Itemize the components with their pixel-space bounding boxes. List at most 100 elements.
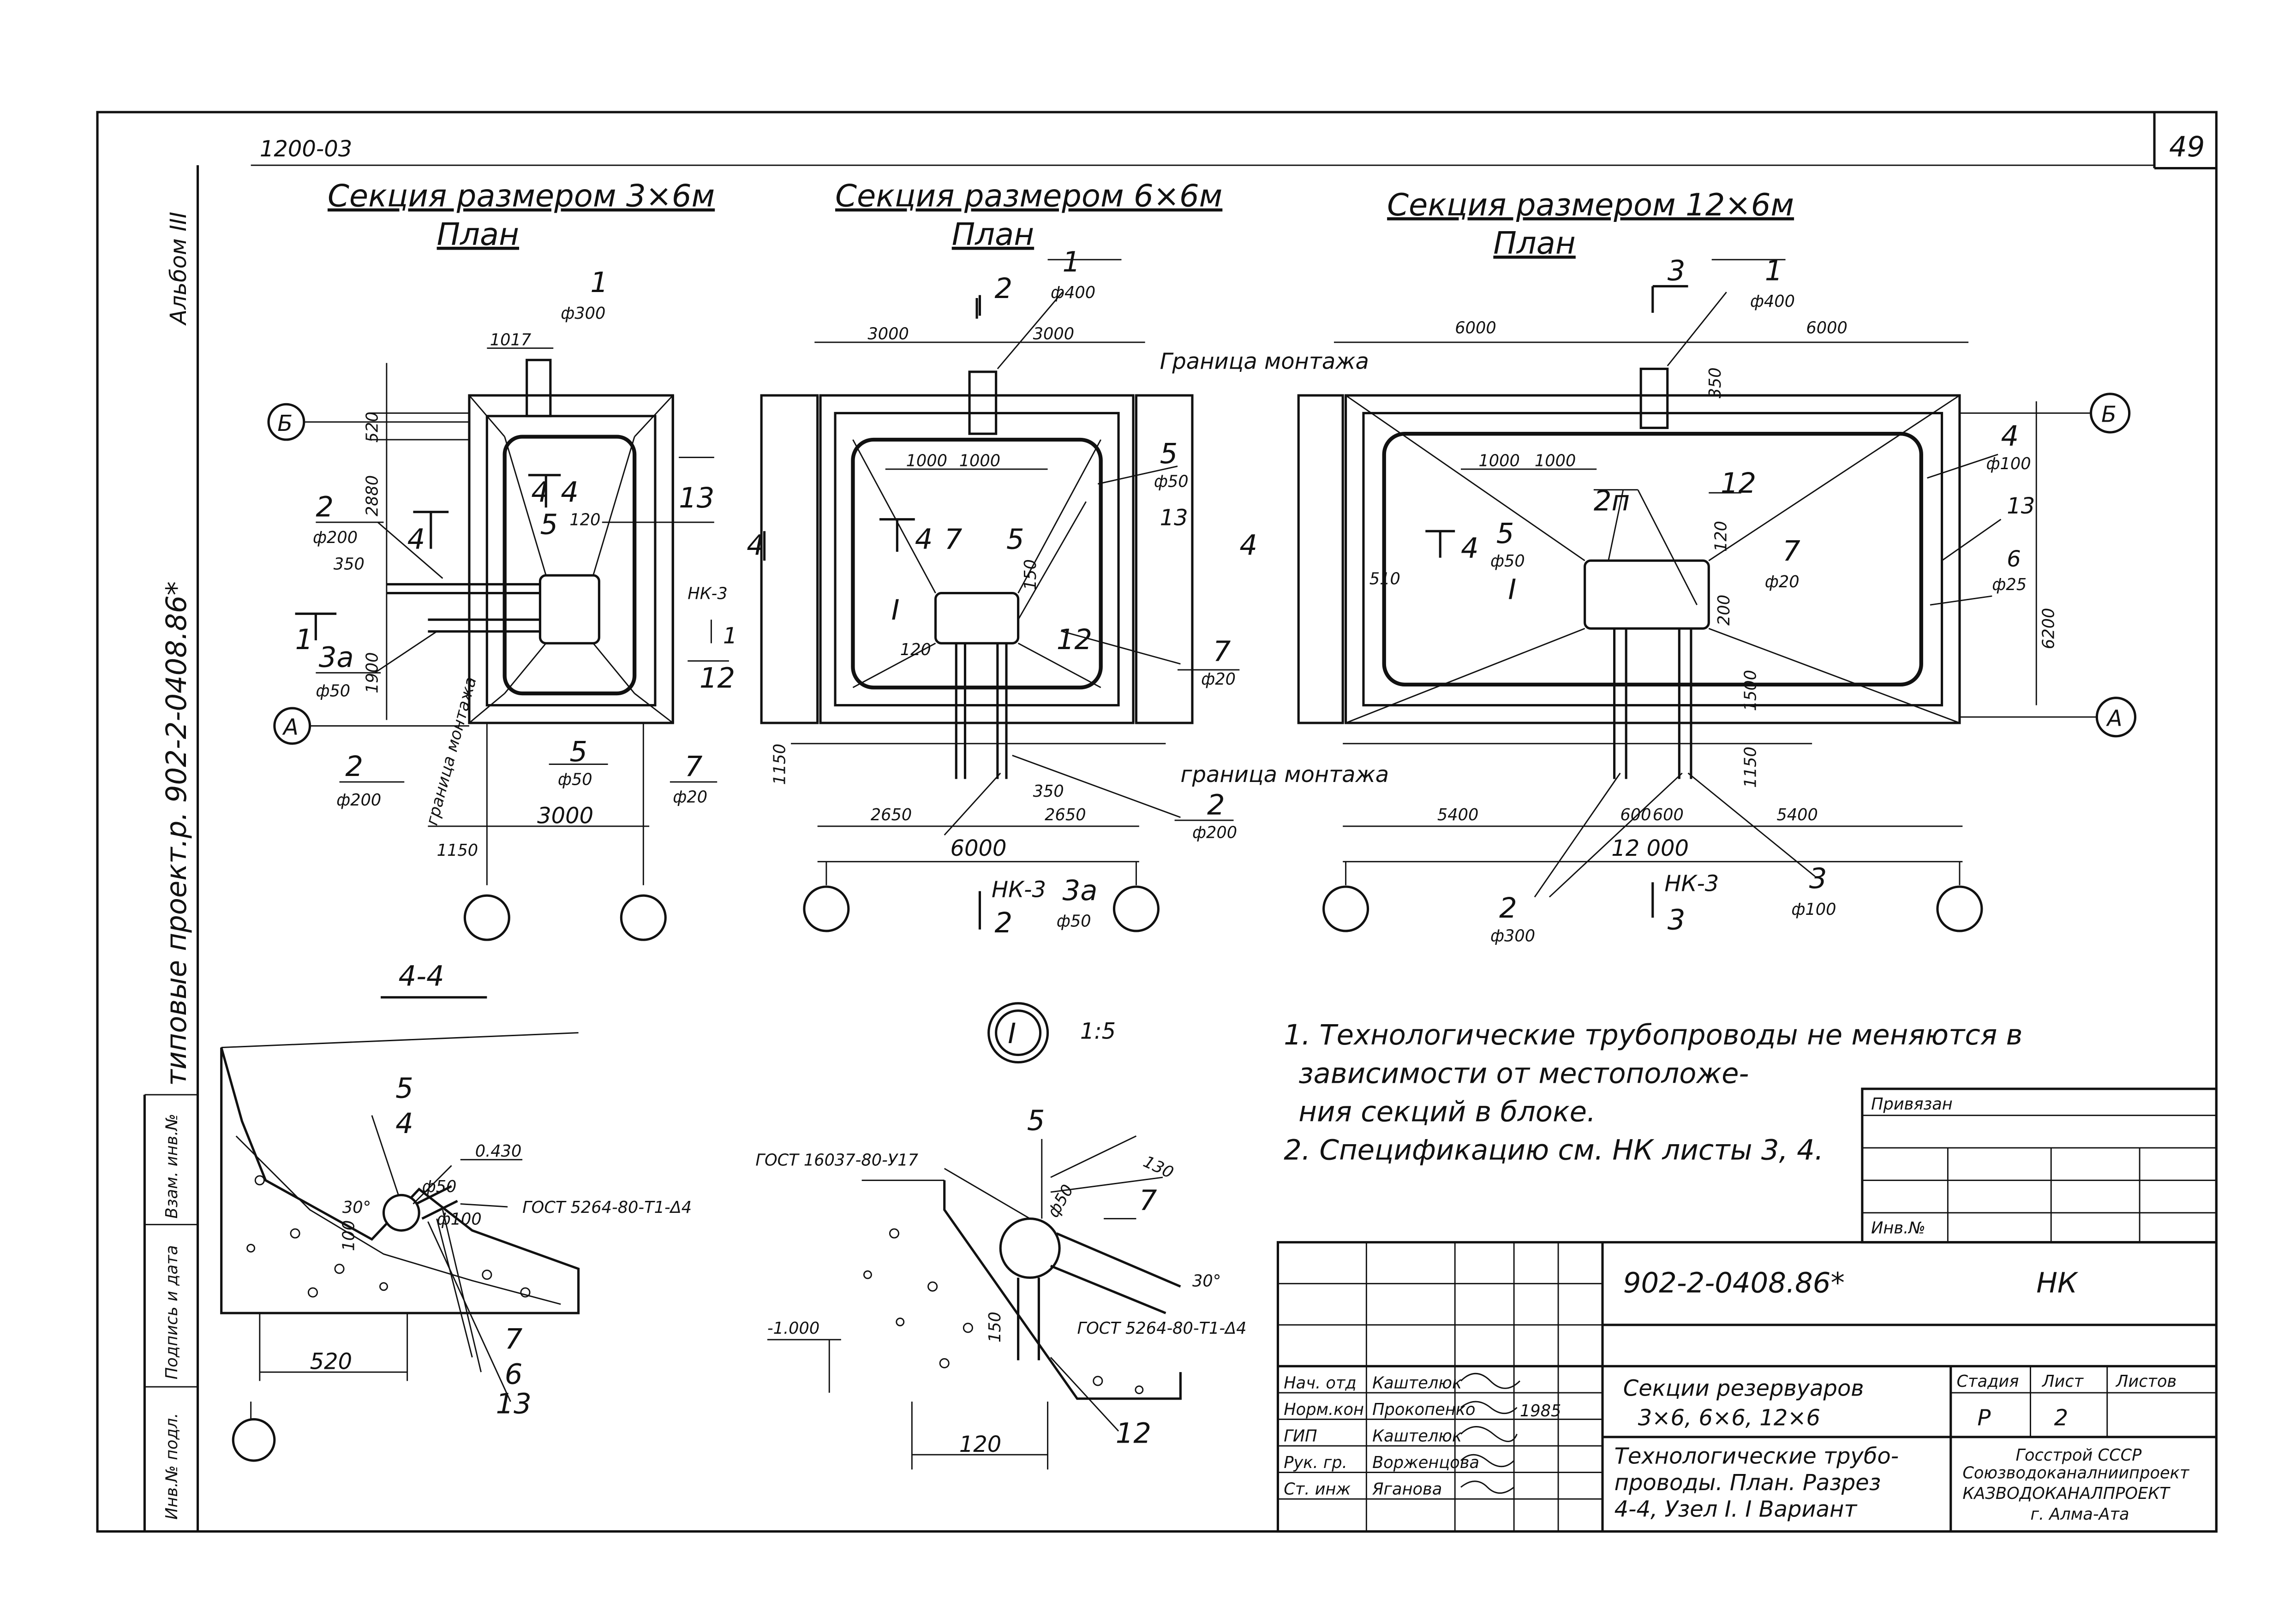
- p2-mark-I: I: [891, 594, 900, 627]
- p3-d-4: ф100: [1986, 454, 2031, 473]
- p3-d-2: ф300: [1490, 926, 1535, 945]
- p3-pos-6: 6: [2007, 546, 2021, 572]
- p3-cut-4: 4: [1239, 529, 1257, 561]
- p3-dim-6000a: 6000: [1455, 319, 1496, 338]
- tb-mark: НК: [2036, 1267, 2079, 1299]
- p2-d-3a: ф50: [1057, 912, 1091, 931]
- tb-role-4: Ст. инж: [1284, 1480, 1351, 1499]
- p2-in-4: 4: [915, 524, 933, 556]
- stamp-sign-date: Подпись и дата: [162, 1245, 181, 1379]
- tb-project-title-1: Секции резервуаров: [1623, 1375, 1864, 1401]
- p3-dim-600b: 600: [1653, 806, 1684, 824]
- plan-12x6: [1297, 259, 2137, 932]
- binding-label: Привязан: [1871, 1095, 1953, 1114]
- node-1: [767, 1002, 1182, 1470]
- p3-pos-7: 7: [1782, 535, 1800, 567]
- tb-sheets-label: Листов: [2115, 1372, 2176, 1391]
- p3-dim-5400b: 5400: [1776, 806, 1818, 824]
- p2-in-5: 5: [1006, 524, 1024, 556]
- p3-pos-5: 5: [1496, 518, 1514, 550]
- tb-org-3: КАЗВОДОКАНАЛПРОЕКТ: [1962, 1484, 2170, 1503]
- sheet-number: 49: [2169, 131, 2205, 163]
- p1-cut-1: 1: [295, 624, 313, 656]
- p3-d-5: ф50: [1490, 552, 1525, 571]
- p1-dim-120: 120: [569, 510, 600, 529]
- tb-role-3: Рук. гр.: [1284, 1453, 1347, 1472]
- p1-dim-520: 520: [363, 412, 382, 442]
- tb-sheet-title-3: 4-4, Узел I. I Вариант: [1614, 1497, 1858, 1522]
- section-sub-3x6: План: [437, 216, 519, 252]
- tb-name-3: Ворженцова: [1372, 1453, 1479, 1472]
- p2-dim-1000b: 1000: [959, 452, 1000, 471]
- p2-dim-3000b: 3000: [1033, 325, 1074, 344]
- tb-stage: Р: [1977, 1405, 1991, 1431]
- n1-d-50: ф50: [1044, 1181, 1077, 1221]
- p2-dim-3000a: 3000: [867, 325, 909, 344]
- p1-cut-4b: 4: [531, 476, 549, 508]
- p2-pos-13: 13: [1160, 505, 1188, 531]
- p3-pos-3: 3: [1668, 255, 1686, 287]
- n1-dim-150: 150: [986, 1312, 1004, 1343]
- p1-d-2a: ф200: [313, 528, 358, 547]
- n1-dim-120: 120: [959, 1432, 1002, 1457]
- p2-dim-350: 350: [1033, 782, 1064, 801]
- tb-sheet-title-1: Технологические трубо-: [1614, 1443, 1899, 1469]
- p2-dim-6000: 6000: [951, 835, 1007, 861]
- tb-org-1: Госстрой СССР: [2015, 1446, 2142, 1465]
- s44-title: 4-4: [398, 960, 444, 992]
- p1-pos-5: 5: [569, 736, 587, 768]
- p3-pos-4: 4: [2001, 420, 2019, 453]
- p2-nk3-num: 2: [994, 907, 1012, 939]
- p1-dim-3000: 3000: [537, 803, 593, 829]
- album-label: Альбом III: [166, 212, 191, 326]
- p1-cut-4: 4: [407, 524, 425, 556]
- p3-dim-6200: 6200: [2039, 608, 2058, 649]
- tb-org-2: Союзводоканалниипроект: [1962, 1463, 2190, 1482]
- p2-d-7: ф20: [1201, 670, 1236, 689]
- p2-dim-2650b: 2650: [1045, 806, 1086, 824]
- n1-level: -1.000: [767, 1319, 819, 1338]
- s44-pos-13: 13: [496, 1388, 532, 1420]
- p1-axis-b: Б: [277, 411, 293, 436]
- section-4-4: [220, 996, 580, 1462]
- section-title-3x6: Секция размером 3×6м: [328, 178, 715, 214]
- p2-d-2b: ф200: [1192, 823, 1237, 842]
- tb-sheet: 2: [2054, 1405, 2069, 1431]
- p3-dim-1000a: 1000: [1478, 452, 1519, 471]
- p1-dim-1900: 1900: [363, 652, 382, 693]
- p3-nk3: НК-3: [1664, 871, 1719, 897]
- p1-nk3: НК-3: [688, 584, 727, 603]
- p3-in-4: 4: [1461, 532, 1479, 565]
- p1-d-7: ф20: [673, 788, 707, 807]
- n1-mark: I: [1008, 1018, 1016, 1050]
- p2-pos-12: 12: [1057, 624, 1092, 656]
- binding-inv: Инв.№: [1871, 1219, 1925, 1238]
- p1-cut-4c: 4: [561, 476, 579, 508]
- section-sub-12x6: План: [1493, 225, 1575, 261]
- section-sub-6x6: План: [952, 216, 1034, 252]
- p2-dim-1150: 1150: [770, 744, 789, 785]
- p3-d-3b: ф100: [1791, 900, 1836, 919]
- p2-dim-2650a: 2650: [871, 806, 912, 824]
- p2-dim-1000a: 1000: [906, 452, 947, 471]
- p2-border-top: Граница монтажа: [1160, 349, 1369, 375]
- section-title-6x6: Секция размером 6×6м: [835, 178, 1222, 214]
- p3-pos-13: 13: [2007, 493, 2035, 519]
- tb-name-0: Каштелюк: [1372, 1373, 1462, 1392]
- n1-angle: 30°: [1192, 1272, 1221, 1291]
- p3-axis-b: Б: [2101, 402, 2117, 428]
- s44-angle: 30°: [342, 1198, 371, 1217]
- p2-pos-7: 7: [1213, 636, 1231, 668]
- tb-name-1: Прокопенко: [1372, 1400, 1475, 1419]
- note-1: 1. Технологические трубопроводы не меняю…: [1284, 1019, 2022, 1051]
- p2-in-7: 7: [945, 524, 963, 556]
- p1-dim-1150: 1150: [437, 841, 478, 860]
- p1-pos-2b: 2: [345, 751, 363, 783]
- stamp-vzam-inv: Взам. инв.№: [162, 1114, 181, 1219]
- note-2: 2. Спецификацию см. НК листы 3, 4.: [1284, 1134, 1824, 1167]
- n1-gost-top: ГОСТ 16037-80-У17: [755, 1151, 918, 1170]
- p3-dim-120: 120: [1712, 521, 1731, 552]
- p1-pos-12: 12: [700, 662, 735, 694]
- p3-dim-200: 200: [1715, 595, 1734, 626]
